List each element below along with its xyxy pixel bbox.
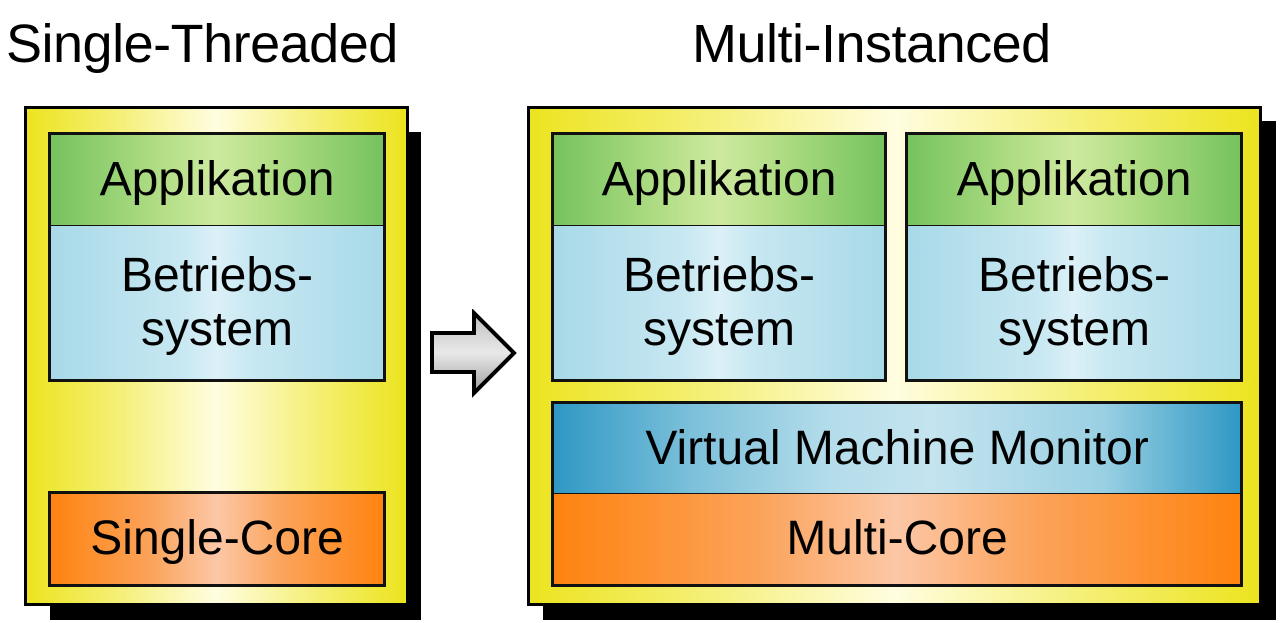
os-label-line2: system bbox=[140, 302, 293, 356]
single-core-layer: Single-Core bbox=[48, 491, 386, 587]
os-label-line2: system bbox=[997, 302, 1150, 356]
os-label-line1: Betriebs- bbox=[977, 248, 1171, 302]
multi-instanced-title: Multi-Instanced bbox=[692, 14, 1051, 74]
application-label: Applikation bbox=[956, 153, 1192, 206]
virtual-machine-monitor-layer: Virtual Machine Monitor bbox=[551, 401, 1243, 494]
multi-core-label: Multi-Core bbox=[786, 512, 1008, 565]
single-threaded-title: Single-Threaded bbox=[6, 14, 398, 74]
right-arrow-icon bbox=[430, 309, 517, 398]
application-label: Applikation bbox=[99, 153, 335, 206]
instance-2-application-layer: Applikation bbox=[905, 132, 1243, 226]
operating-system-layer: Betriebs- system bbox=[48, 225, 386, 382]
instance-2-operating-system-layer: Betriebs- system bbox=[905, 225, 1243, 382]
os-label-line1: Betriebs- bbox=[120, 248, 314, 302]
instance-1-operating-system-layer: Betriebs- system bbox=[551, 225, 887, 382]
os-label-line1: Betriebs- bbox=[622, 248, 816, 302]
single-core-label: Single-Core bbox=[90, 512, 344, 565]
application-label: Applikation bbox=[601, 153, 837, 206]
os-label-line2: system bbox=[642, 302, 795, 356]
application-layer: Applikation bbox=[48, 132, 386, 226]
virtual-machine-monitor-label: Virtual Machine Monitor bbox=[645, 421, 1149, 475]
instance-1-application-layer: Applikation bbox=[551, 132, 887, 226]
multi-core-layer: Multi-Core bbox=[551, 493, 1243, 587]
